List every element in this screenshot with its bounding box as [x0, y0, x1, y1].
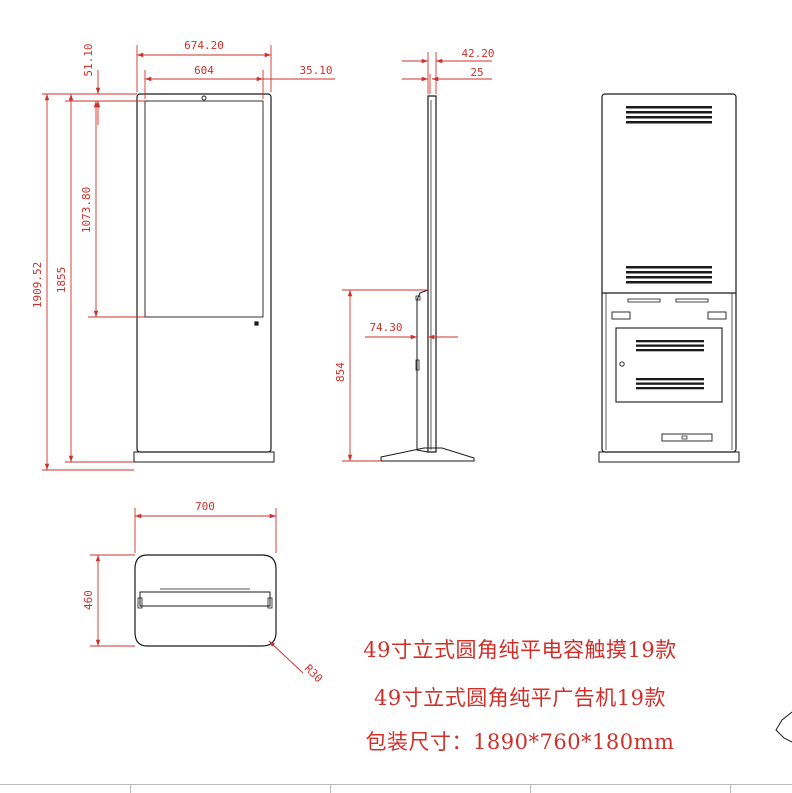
front-body-outline — [136, 93, 272, 453]
dim-line-corner-radius — [268, 640, 304, 674]
side-base — [380, 447, 475, 462]
back-connector-panel — [661, 433, 713, 442]
bottom-frame-strip — [0, 784, 792, 793]
side-panel-outline — [427, 95, 437, 453]
back-base — [598, 451, 740, 463]
top-dimensions — [90, 508, 304, 674]
label-base-width: 700 — [195, 500, 215, 513]
title-line-1: 49寸立式圆角纯平电容触摸19款 — [363, 638, 677, 662]
back-view — [598, 93, 740, 463]
label-bezel-side: 35.10 — [299, 64, 332, 77]
top-panel-outline — [139, 591, 271, 607]
front-camera — [201, 95, 207, 101]
title-line-3: 包装尺寸：1890*760*180mm — [365, 730, 675, 754]
label-base-depth: 460 — [82, 590, 95, 610]
label-body-height: 1855 — [55, 267, 68, 294]
label-bezel-top: 51.10 — [82, 43, 95, 76]
side-keyboard-tray — [416, 289, 429, 453]
side-view — [380, 95, 475, 462]
back-door-lock — [619, 361, 625, 367]
label-bottom-height: 854 — [334, 362, 347, 382]
label-depth: 42.20 — [461, 47, 494, 60]
label-panel-depth: 25 — [470, 66, 483, 79]
front-view — [133, 93, 275, 463]
label-total-height: 1909.52 — [31, 262, 44, 308]
title-line-2: 49寸立式圆角纯平广告机19款 — [374, 686, 666, 710]
top-dimension-labels: 700 460 R30 — [82, 500, 325, 685]
label-outer-width: 674.20 — [184, 39, 224, 52]
top-view — [134, 554, 277, 647]
partial-drawing-edge — [775, 711, 792, 743]
front-dimension-labels: 674.20 604 35.10 51.10 1909.52 1855 1073… — [31, 39, 333, 308]
label-screen-offset: 74.30 — [369, 321, 402, 334]
side-dimension-labels: 42.20 25 74.30 854 — [334, 47, 495, 382]
back-access-door — [615, 327, 723, 403]
top-base-outline — [134, 554, 277, 647]
front-dimensions — [42, 45, 335, 471]
front-sensor — [254, 321, 259, 326]
front-screen-area — [144, 100, 264, 318]
side-dimensions — [342, 52, 492, 462]
label-screen-width: 604 — [194, 64, 214, 77]
label-screen-height: 1073.80 — [80, 187, 93, 233]
back-top-vents — [626, 106, 712, 284]
front-base — [133, 451, 275, 463]
